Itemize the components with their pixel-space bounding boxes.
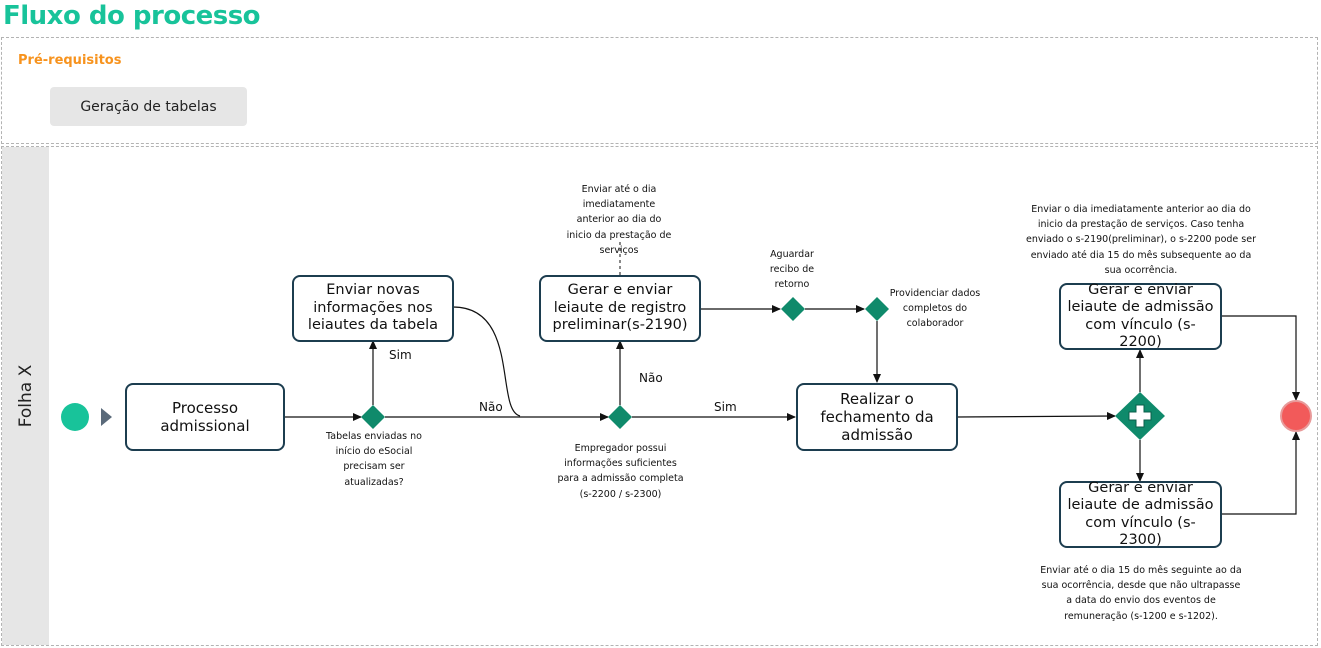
gateway-label-tables-update: Tabelas enviadas no início do eSocial pr… [326,431,422,488]
start-arrow-icon [101,408,112,426]
annotation-preliminary-deadline: Enviar até o dia imediatamente anterior … [566,184,672,256]
gateway-label-enough-info: Empregador possui informações suficiente… [557,443,684,500]
flow-label-nao: Não [479,400,503,414]
gateway-tables-update [361,405,385,429]
prerequisites-heading: Pré-requisitos [18,53,122,68]
end-event [1280,400,1312,432]
gateway-label-provide-data: Providenciar dados completos do colabora… [889,288,981,330]
flow-label-sim: Sim [389,348,412,362]
gateway-await-receipt [781,297,805,321]
prerequisite-item-tables[interactable]: Geração de tabelas [50,87,247,126]
flow-s2300-to-end [1222,431,1300,515]
flow-s2200-to-end [1222,315,1300,401]
flow-closing-to-parallel [956,412,1116,421]
swimlane-header [2,147,49,645]
task-enviar-novas-informacoes[interactable]: Enviar novas informações nos leiautes da… [292,275,454,342]
flow-label-sim: Sim [714,400,737,414]
gateway-enough-info [608,405,632,429]
start-event [61,403,89,431]
task-admissao-s2200[interactable]: Gerar e enviar leiaute de admissão com v… [1059,282,1222,350]
flow-label-nao: Não [639,371,663,385]
plus-icon [1128,404,1152,428]
prerequisites-section [1,37,1318,144]
task-processo-admissional[interactable]: Processo admissional [125,383,285,451]
gateway-provide-data [865,297,889,321]
swimlane [1,146,1318,646]
flow-send-info-curve [452,306,521,417]
annotation-s2200-deadline: Enviar o dia imediatamente anterior ao d… [1026,204,1256,276]
gateway-label-await-receipt: Aguardar recibo de retorno [769,249,815,291]
page-title: Fluxo do processo [3,1,261,31]
task-fechamento-admissao[interactable]: Realizar o fechamento da admissão [796,383,958,451]
annotation-s2300-deadline: Enviar até o dia 15 do mês seguinte ao d… [1040,565,1242,622]
task-registro-preliminar[interactable]: Gerar e enviar leiaute de registro preli… [539,275,701,342]
task-admissao-s2300[interactable]: Gerar e enviar leiaute de admissão com v… [1059,480,1222,548]
